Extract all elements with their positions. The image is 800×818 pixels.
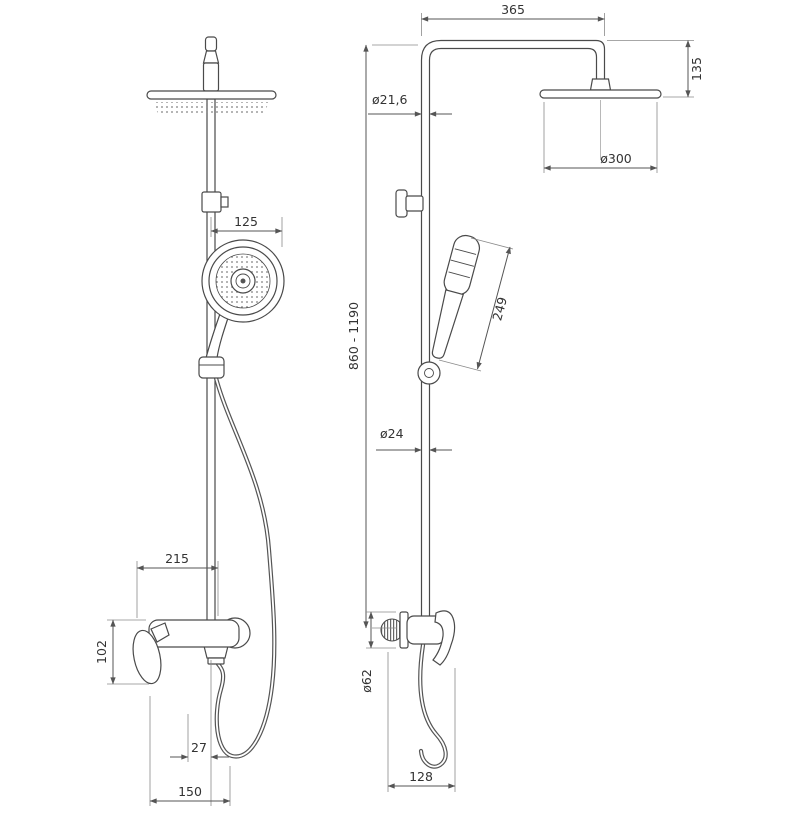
head-ball-joint <box>589 78 612 91</box>
dim-label-spout-offset: 27 <box>191 740 207 755</box>
slider-bracket <box>198 356 225 379</box>
hose-nut <box>203 645 229 659</box>
pipe-connector <box>201 191 222 213</box>
pipe-taper-joint <box>202 50 220 64</box>
side-dimensions: 365 135 ø21,6 ø300 249 860 - 1 <box>346 2 704 792</box>
side-view: 365 135 ø21,6 ø300 249 860 - 1 <box>346 2 704 792</box>
dim-label-hand-shower-offset: 125 <box>234 214 258 229</box>
mixer-side <box>380 610 456 769</box>
dim-label-column-height: 860 - 1190 <box>346 302 361 370</box>
rain-head-disc <box>146 90 277 100</box>
pipe-top-cap <box>204 36 218 52</box>
dim-label-escutcheon-dia: ø62 <box>359 669 374 693</box>
mixer-front <box>132 617 251 685</box>
pipe-outer-edge <box>420 39 606 618</box>
wall-bracket-arm <box>405 195 424 212</box>
slider-knob <box>417 361 441 385</box>
dim-label-mixer-height: 102 <box>94 640 109 664</box>
rain-head-spray-face <box>153 102 269 116</box>
shower-hose-highlight <box>215 377 276 758</box>
hand-shower-front <box>201 239 285 359</box>
dim-label-upper-pipe-dia: ø21,6 <box>372 92 408 107</box>
dim-label-handle-reach: 150 <box>178 784 202 799</box>
mixer-lever <box>132 629 162 685</box>
pipe-connector-tab <box>220 196 229 208</box>
dim-label-head-drop: 135 <box>689 57 704 81</box>
shower-hose <box>213 375 277 759</box>
hose-side-highlight <box>419 644 447 768</box>
mixer-lever-side <box>432 610 456 666</box>
pipe-upper-sleeve <box>202 62 220 92</box>
dim-label-mixer-depth: 128 <box>409 769 433 784</box>
dim-label-mixer-width: 215 <box>165 551 189 566</box>
pipe-inner-edge <box>428 47 598 618</box>
wall-bracket-plate <box>395 189 408 218</box>
dim-label-handset-length: 249 <box>489 295 510 322</box>
rain-head-side <box>539 89 662 99</box>
dim-label-lower-pipe-dia: ø24 <box>380 426 404 441</box>
hose-collar <box>207 657 225 665</box>
front-dimensions: 125 215 102 27 150 <box>94 214 283 806</box>
mixer-lever-neck <box>150 622 170 643</box>
dim-label-head-diameter: ø300 <box>600 151 632 166</box>
front-view: 125 215 102 27 150 <box>94 36 285 806</box>
hand-shower-side <box>431 234 481 359</box>
dim-label-arm-reach: 365 <box>501 2 525 17</box>
